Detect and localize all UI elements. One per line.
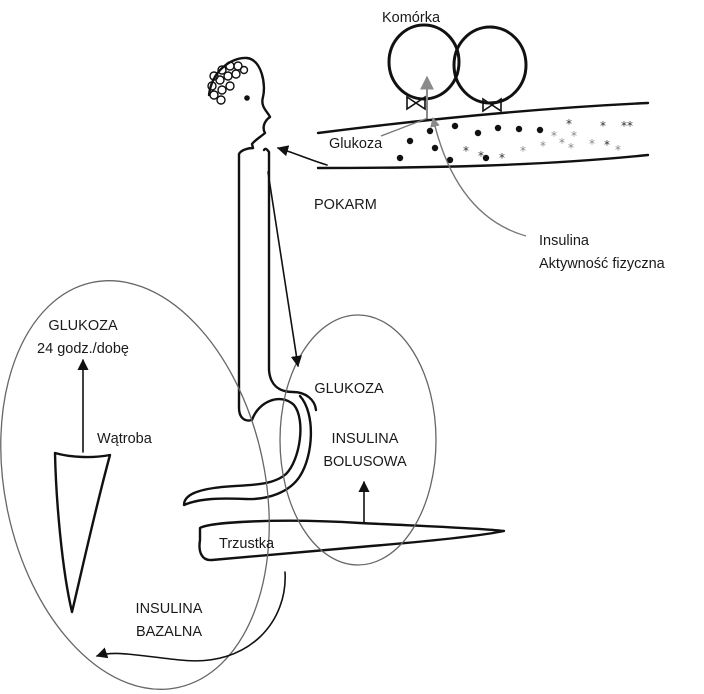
label-komorka: Komórka <box>382 10 441 26</box>
hair-icon <box>208 62 248 104</box>
svg-text:*: * <box>568 141 574 155</box>
svg-text:*: * <box>615 143 621 157</box>
digestive-tract <box>184 148 316 505</box>
svg-text:*: * <box>540 139 546 153</box>
svg-text:**: ** <box>621 119 633 133</box>
svg-text:*: * <box>551 129 557 143</box>
svg-text:*: * <box>604 138 610 152</box>
cell-left <box>389 25 459 99</box>
label-insulina: Insulina <box>539 233 590 249</box>
label-glukoza-bolus: GLUKOZA <box>314 381 384 397</box>
svg-text:*: * <box>478 149 484 163</box>
svg-text:*: * <box>499 151 505 165</box>
label-watroba: Wątroba <box>97 431 153 447</box>
label-aktywnosc: Aktywność fizyczna <box>539 256 666 272</box>
arrows <box>83 148 364 661</box>
cell-right <box>454 27 526 103</box>
liver <box>55 453 110 612</box>
label-bolusowa: BOLUSOWA <box>323 454 407 470</box>
svg-text:*: * <box>589 137 595 151</box>
label-glukoza-liver: GLUKOZA <box>48 318 118 334</box>
insulin-receptor-icon <box>483 99 501 111</box>
head-icon <box>208 58 270 148</box>
label-24h: 24 godz./dobę <box>37 341 129 357</box>
label-insulina-bolus: INSULINA <box>332 431 399 447</box>
label-trzustka: Trzustka <box>219 536 275 552</box>
label-glukoza-vessel: Glukoza <box>329 136 383 152</box>
svg-text:*: * <box>520 144 526 158</box>
svg-text:*: * <box>600 119 606 133</box>
label-insulina-basal: INSULINA <box>136 601 203 617</box>
label-pokarm: POKARM <box>314 197 377 213</box>
cell-group <box>389 25 526 111</box>
svg-text:*: * <box>559 136 565 150</box>
labels: Komórka Glukoza Insulina Aktywność fizyc… <box>37 10 666 640</box>
label-bazalna: BAZALNA <box>136 624 202 640</box>
svg-text:*: * <box>463 144 469 158</box>
